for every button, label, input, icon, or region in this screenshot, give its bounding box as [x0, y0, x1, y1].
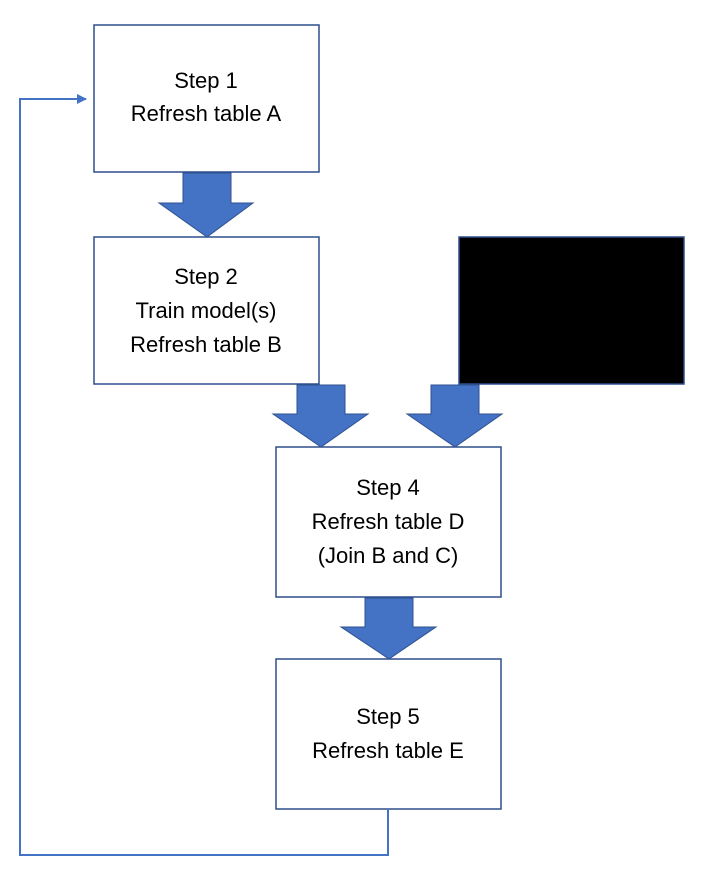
- step5-box: [275, 658, 502, 810]
- step1-line1: Step 1: [174, 68, 238, 93]
- step4-line2: Refresh table D: [312, 509, 465, 534]
- step4-line3: (Join B and C): [318, 543, 459, 568]
- step4-box: [275, 446, 502, 598]
- arrow-step2-to-step4: [271, 384, 370, 448]
- step2-line3: Refresh table B: [130, 332, 282, 357]
- step2-line2: Train model(s): [136, 298, 277, 323]
- step1-line2: Refresh table A: [131, 101, 282, 126]
- step3-redacted-box: [458, 236, 685, 385]
- step5-line2: Refresh table E: [312, 738, 464, 763]
- loop-back-connector: [19, 94, 389, 856]
- arrow-step3-to-step4: [405, 384, 504, 448]
- arrow-step1-to-step2: [157, 172, 255, 238]
- step2-box: [93, 236, 320, 385]
- step2-line1: Step 2: [174, 264, 238, 289]
- step4-line1: Step 4: [356, 475, 420, 500]
- step1-box: [93, 24, 320, 173]
- arrow-step4-to-step5: [339, 597, 438, 660]
- step5-line1: Step 5: [356, 704, 420, 729]
